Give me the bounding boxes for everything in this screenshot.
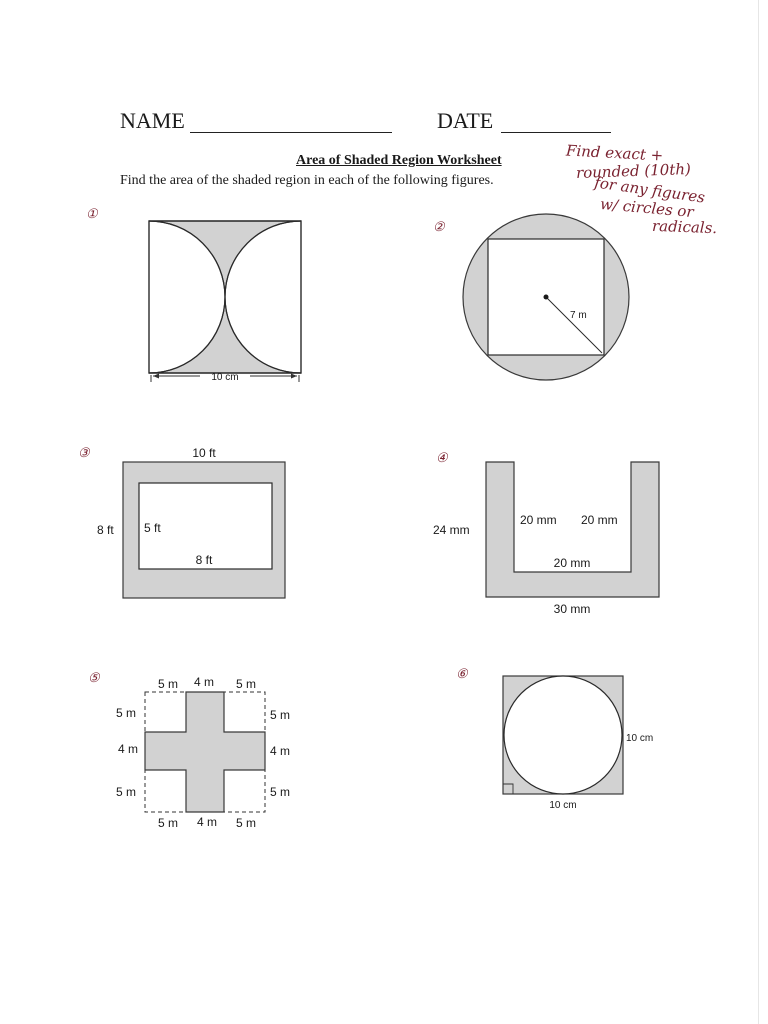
problem-number: ② (433, 220, 446, 235)
problem-4: ④ 24 mm 20 mm 20 mm 20 mm 30 mm (433, 451, 660, 616)
name-field[interactable] (190, 132, 392, 133)
date-field[interactable] (501, 132, 611, 133)
problem-4-base-label: 30 mm (554, 602, 591, 616)
problem-5-bottom-left-label: 5 m (158, 816, 178, 830)
problem-number: ① (86, 207, 99, 222)
problem-2-center-point (543, 294, 549, 300)
problem-1-shaded-region (148, 220, 302, 298)
problem-5-top-left-label: 5 m (158, 677, 178, 691)
problem-5: ⑤ 5 m 4 m 5 m 5 m 4 m 5 m 5 m 4 m 5 m 5 … (88, 671, 290, 830)
problem-5-right-mid-label: 4 m (270, 744, 290, 758)
problem-4-u-shape (485, 461, 660, 598)
problem-4-inner-left-label: 20 mm (520, 513, 557, 527)
problem-2-radius-label: 7 m (570, 310, 587, 321)
problem-3-inner-rect (138, 482, 273, 570)
problem-2: ② 7 m (433, 213, 630, 381)
problem-5-top-right-label: 5 m (236, 677, 256, 691)
problem-1-right-arc (224, 220, 302, 374)
problem-5-left-mid-label: 4 m (118, 742, 138, 756)
problem-number: ⑤ (88, 671, 101, 686)
dimension-arrow (291, 373, 297, 379)
problem-5-right-bottom-label: 5 m (270, 785, 290, 799)
problem-number: ⑥ (456, 667, 469, 682)
worksheet-title: Area of Shaded Region Worksheet (296, 153, 502, 168)
problem-3-inner-height-label: 5 ft (144, 521, 161, 535)
problem-6-circle (503, 675, 623, 795)
name-label: NAME (120, 108, 185, 133)
problem-1-width-label: 10 cm (211, 372, 238, 383)
page-edge (758, 0, 759, 1024)
problem-6: ⑥ 10 cm 10 cm (456, 667, 653, 811)
problem-4-inner-right-label: 20 mm (581, 513, 618, 527)
problem-5-bottom-mid-label: 4 m (197, 815, 217, 829)
problem-2-radius-line (545, 296, 603, 354)
problem-5-top-mid-label: 4 m (194, 675, 214, 689)
problem-3: ③ 10 ft 8 ft 5 ft 8 ft (78, 446, 286, 599)
problem-1-square (148, 220, 302, 374)
problem-3-outer-height-label: 8 ft (97, 523, 114, 537)
problem-5-cross (144, 691, 266, 813)
problem-number: ③ (78, 446, 91, 461)
problem-3-outer-width-label: 10 ft (192, 446, 216, 460)
problem-1-shaded-region (148, 296, 302, 374)
problem-4-inner-bottom-label: 20 mm (554, 556, 591, 570)
problem-5-left-top-label: 5 m (116, 706, 136, 720)
problem-1: ① 10 cm (86, 207, 302, 383)
problem-3-inner-width-label: 8 ft (196, 553, 213, 567)
problem-5-right-top-label: 5 m (270, 708, 290, 722)
problem-number: ④ (436, 451, 449, 466)
instructions: Find the area of the shaded region in ea… (120, 173, 494, 188)
problem-5-bottom-right-label: 5 m (236, 816, 256, 830)
problem-6-bottom-label: 10 cm (549, 800, 576, 811)
date-label: DATE (437, 108, 494, 133)
dimension-arrow (153, 373, 159, 379)
problem-4-height-label: 24 mm (433, 523, 470, 537)
problem-6-side-label: 10 cm (626, 733, 653, 744)
problem-6-right-angle-mark (503, 783, 514, 794)
problem-5-left-bottom-label: 5 m (116, 785, 136, 799)
